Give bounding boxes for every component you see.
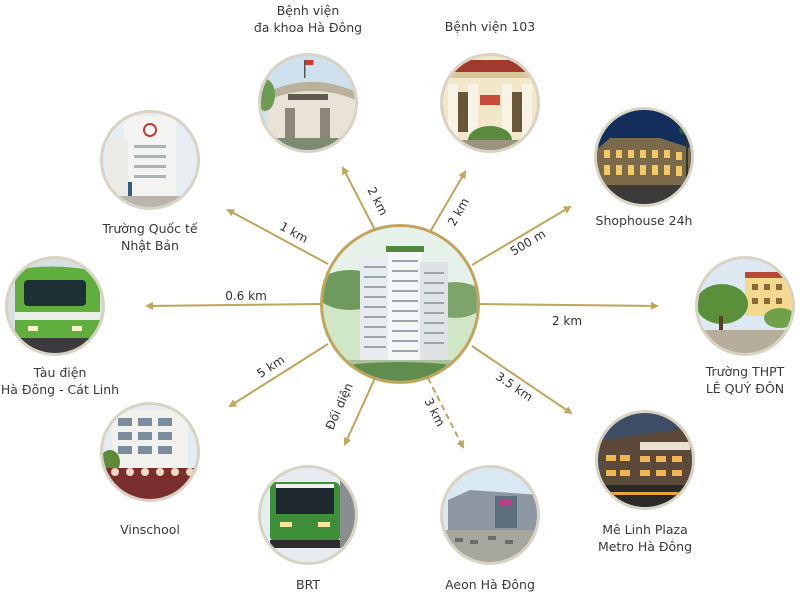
arrow-vinschool xyxy=(228,343,329,408)
label-high-school: Trường THPT LÊ QUÝ ĐÔN xyxy=(692,363,798,397)
distance-hospital-hadong: 2 km xyxy=(364,185,390,218)
arrow-japan-school xyxy=(226,209,329,265)
node-hospital-hadong xyxy=(258,53,358,153)
arrows xyxy=(145,166,659,449)
school-icon xyxy=(103,405,197,499)
distance-aeon: 3 km xyxy=(421,396,447,429)
arrow-shophouse xyxy=(471,205,572,266)
label-melinh-plaza: Mê Linh Plaza Metro Hà Đông xyxy=(585,521,705,555)
label-vinschool-line1: Vinschool xyxy=(120,522,180,537)
label-metro-line1: Tàu điện xyxy=(33,365,87,380)
label-metro: Tàu điện Hà Đông - Cát Linh xyxy=(0,364,120,398)
label-hospital-103: Bệnh viện 103 xyxy=(420,18,560,35)
label-shophouse-line1: Shophouse 24h xyxy=(595,213,693,228)
arrow-high-school xyxy=(477,301,659,310)
mall-icon xyxy=(598,413,692,507)
label-shophouse: Shophouse 24h xyxy=(584,212,704,229)
school-icon xyxy=(103,113,197,207)
node-hospital-103 xyxy=(440,53,540,153)
central-building-image xyxy=(320,224,480,384)
node-melinh-plaza xyxy=(595,410,695,510)
label-hospital-103-line1: Bệnh viện 103 xyxy=(444,19,536,34)
label-brt: BRT xyxy=(278,576,338,593)
arrow-hospital-hadong xyxy=(342,166,376,231)
arrow-aeon xyxy=(427,377,464,449)
label-melinh-plaza-line1: Mê Linh Plaza xyxy=(602,522,688,537)
school-icon xyxy=(698,259,792,353)
distance-vinschool: 5 km xyxy=(254,353,287,381)
label-aeon: Aeon Hà Đông xyxy=(430,576,550,593)
train-icon xyxy=(8,259,102,353)
label-japan-school: Trường Quốc tế Nhật Bản xyxy=(85,220,215,254)
arrow-hospital-103 xyxy=(429,170,467,233)
label-hospital-hadong: Bệnh viện đa khoa Hà Đông xyxy=(233,2,383,36)
label-hospital-hadong-line2: đa khoa Hà Đông xyxy=(253,20,363,35)
distance-brt: Đối diện xyxy=(323,381,356,432)
label-high-school-line1: Trường THPT xyxy=(705,364,785,379)
node-metro xyxy=(5,256,105,356)
label-japan-school-line2: Nhật Bản xyxy=(121,238,179,253)
node-japan-school xyxy=(100,110,200,210)
node-shophouse xyxy=(594,107,694,207)
label-high-school-line2: LÊ QUÝ ĐÔN xyxy=(705,381,785,396)
node-high-school xyxy=(695,256,795,356)
node-brt xyxy=(258,465,358,565)
label-japan-school-line1: Trường Quốc tế xyxy=(102,221,198,236)
label-vinschool: Vinschool xyxy=(95,521,205,538)
label-melinh-plaza-line2: Metro Hà Đông xyxy=(597,539,693,554)
label-metro-line2: Hà Đông - Cát Linh xyxy=(0,382,120,397)
distance-metro: 0.6 km xyxy=(225,289,267,303)
label-brt-line1: BRT xyxy=(296,577,320,592)
label-aeon-line1: Aeon Hà Đông xyxy=(445,577,535,592)
arrow-metro xyxy=(145,301,323,310)
hospital-icon xyxy=(443,56,537,150)
node-aeon xyxy=(440,465,540,565)
distance-japan-school: 1 km xyxy=(277,219,310,246)
node-vinschool xyxy=(100,402,200,502)
distance-high-school: 2 km xyxy=(552,314,582,328)
hospital-icon xyxy=(261,56,355,150)
arrow-melinh-plaza xyxy=(471,345,573,415)
arrow-brt xyxy=(343,377,376,446)
bus-icon xyxy=(261,468,355,562)
label-hospital-hadong-line1: Bệnh viện xyxy=(276,3,340,18)
